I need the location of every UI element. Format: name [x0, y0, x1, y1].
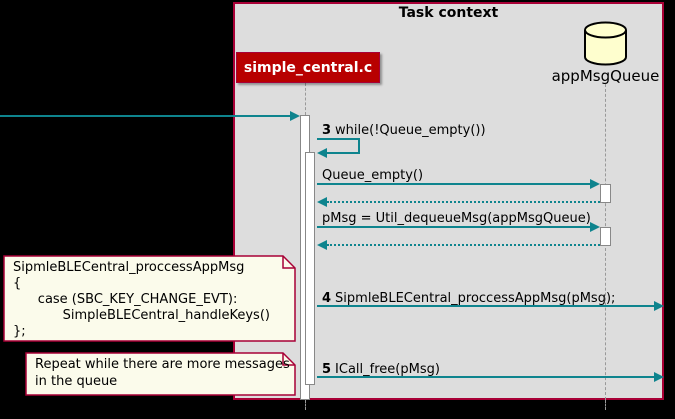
participant-simple-central: simple_central.c: [236, 52, 380, 83]
message-text: ICall_free(pMsg): [335, 362, 440, 377]
activation-bar-queue-1: [600, 184, 611, 203]
self-message-arrow: [327, 152, 360, 154]
arrowhead-icon: [317, 197, 327, 207]
message-number: 4: [322, 291, 332, 306]
note-fold-icon: [282, 353, 295, 366]
message-text: while(!Queue_empty()): [335, 123, 486, 138]
arrowhead-icon: [590, 222, 600, 232]
database-label: appMsgQueue: [551, 67, 660, 85]
arrowhead-icon: [317, 148, 327, 158]
note-fold-icon: [282, 256, 295, 269]
note-repeat: [25, 352, 296, 396]
arrowhead-icon: [654, 372, 664, 382]
self-message-arrow: [317, 138, 360, 140]
self-message-arrow: [358, 138, 360, 153]
return-arrow: [327, 244, 600, 246]
message-text: Queue_empty(): [322, 168, 424, 183]
message-arrow-queue-empty: [317, 183, 592, 185]
arrowhead-icon: [654, 301, 664, 311]
lifeline-simple-central-stub: [305, 400, 306, 410]
message-text: SipmleBLECentral_proccessAppMsg(pMsg);: [335, 291, 616, 306]
note-repeat-text: Repeat while there are more messages in …: [35, 357, 290, 389]
arrowhead-icon: [290, 111, 300, 121]
message-label-dequeue: pMsg = Util_dequeueMsg(appMsgQueue): [322, 211, 591, 226]
note-process-appmsg-text: SipmleBLECentral_proccessAppMsg { case (…: [13, 260, 270, 339]
found-message-arrow: [0, 115, 291, 117]
message-arrow-process-appmsg: [317, 305, 654, 307]
note-process-appmsg: [3, 255, 296, 342]
activation-bar-queue-2: [600, 227, 611, 246]
database-icon: [584, 21, 627, 66]
arrowhead-icon: [590, 179, 600, 189]
arrowhead-icon: [317, 240, 327, 250]
message-label-queue-empty: Queue_empty(): [322, 168, 423, 183]
message-arrow-dequeue: [317, 226, 592, 228]
message-text: pMsg = Util_dequeueMsg(appMsgQueue): [322, 211, 591, 226]
lifeline-appmsgqueue-stub: [605, 400, 606, 410]
return-arrow: [327, 201, 600, 203]
activation-bar-inner: [305, 152, 315, 385]
frame-title: Task context: [398, 5, 499, 21]
lifeline-simple-central: [305, 83, 306, 115]
message-number: 5: [322, 362, 332, 377]
message-arrow-icall-free: [317, 376, 654, 378]
message-number: 3: [322, 123, 332, 138]
